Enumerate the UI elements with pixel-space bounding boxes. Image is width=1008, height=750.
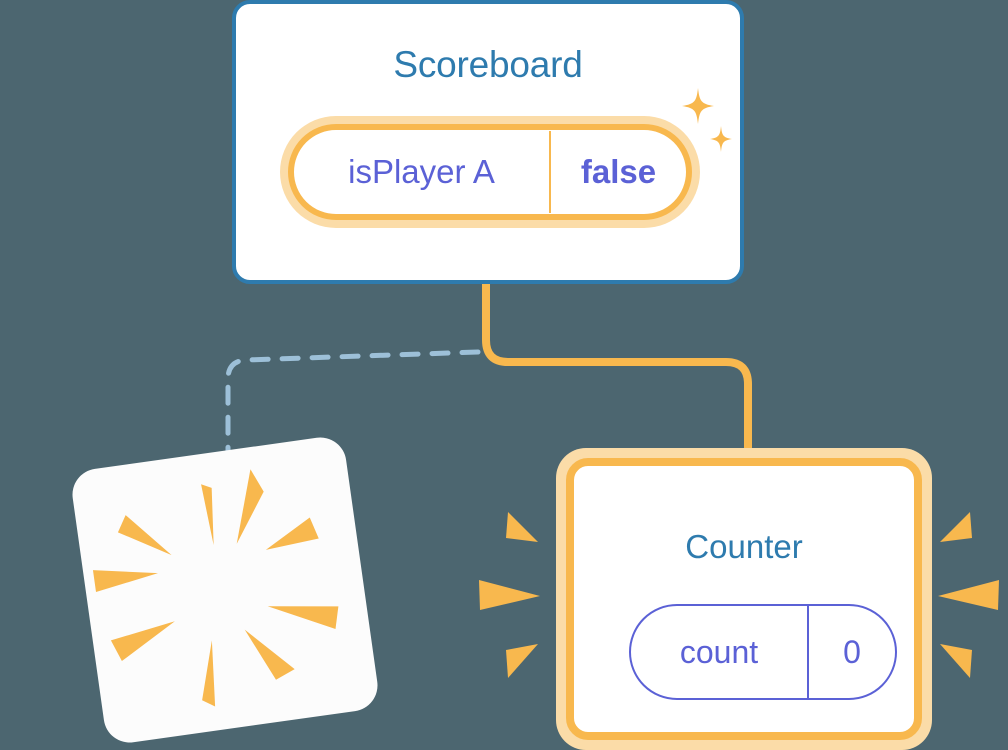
counter-state-pill[interactable]: count 0: [629, 604, 897, 700]
counter-card[interactable]: Counter count 0: [556, 448, 932, 750]
burst-ray: [267, 606, 339, 630]
burst-ray: [265, 517, 319, 550]
burst-ray: [117, 515, 172, 556]
scoreboard-card[interactable]: Scoreboard isPlayer A false: [232, 0, 744, 284]
page-title-scoreboard: Scoreboard: [393, 44, 583, 85]
scoreboard-to-counter-wire: [482, 280, 752, 456]
burst-ray-group: [92, 469, 339, 707]
pill-divider: [549, 131, 551, 213]
scoreboard-to-burst-card-wire: [225, 349, 481, 471]
counter-state-key: count: [679, 633, 759, 670]
pill-divider: [807, 606, 809, 698]
scoreboard-state-key: isPlayer A: [348, 153, 495, 190]
scoreboard-state-value: false: [580, 153, 657, 190]
burst-ray: [92, 570, 159, 592]
burst-ray: [236, 469, 264, 544]
scoreboard-state-pill-inner: isPlayer A false: [288, 124, 692, 220]
page-title-counter: Counter: [685, 528, 803, 565]
counter-card-inner: Counter count 0: [566, 458, 922, 740]
counter-state-value: 0: [843, 633, 861, 670]
burst-ray: [202, 640, 216, 707]
burst-ray: [201, 484, 214, 546]
scoreboard-state-pill[interactable]: isPlayer A false: [280, 116, 700, 228]
burst-ray: [244, 629, 295, 680]
burst-ray: [110, 621, 175, 662]
burst-card[interactable]: [69, 434, 381, 746]
